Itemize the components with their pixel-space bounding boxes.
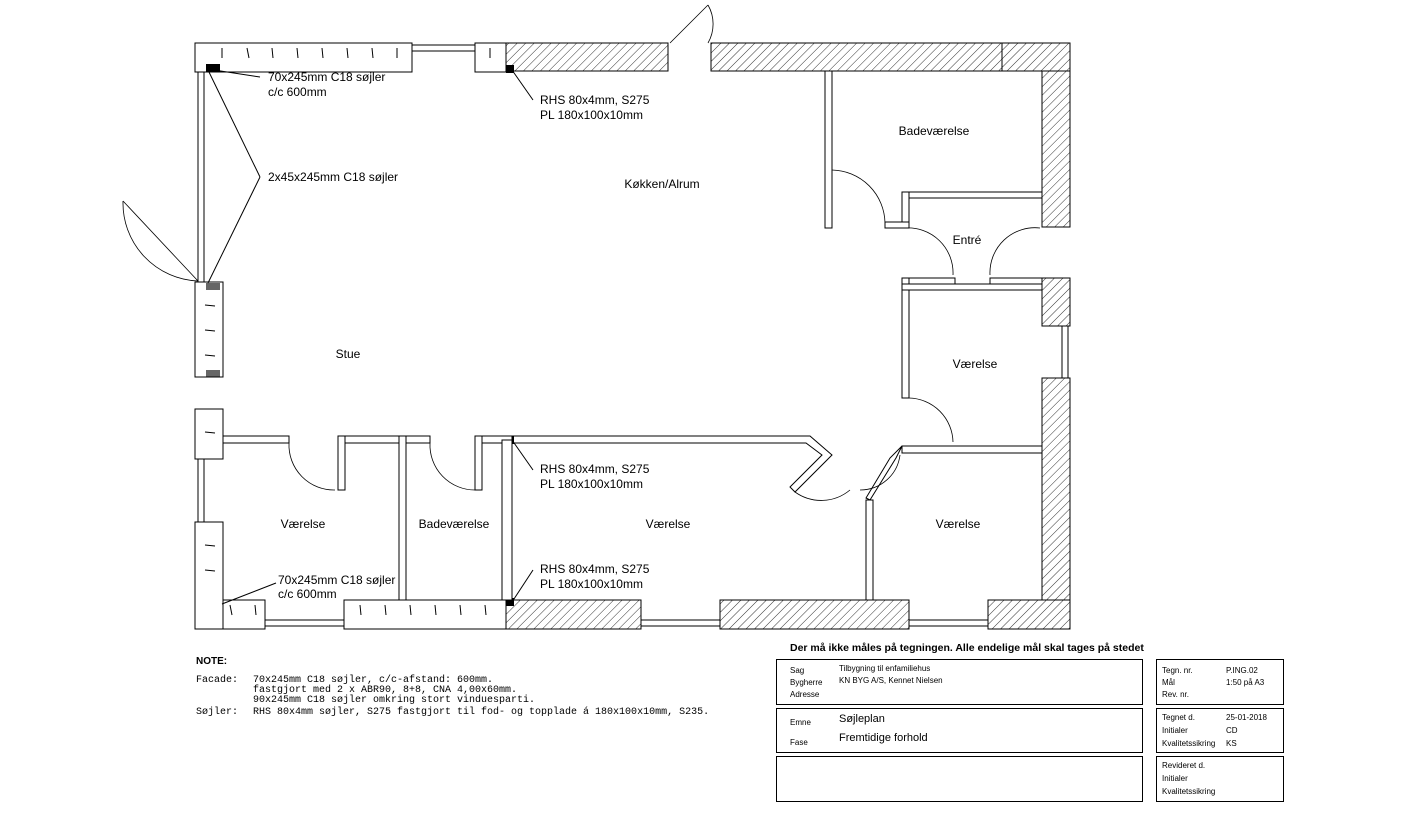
title-block-sag-box xyxy=(776,659,1143,705)
notes-columns-line: RHS 80x4mm søjler, S275 fastgjort til fo… xyxy=(253,707,710,718)
annotation-rhs-top-1: RHS 80x4mm, S275 xyxy=(540,93,650,107)
revideret-label: Revideret d. xyxy=(1162,761,1206,770)
double-column xyxy=(206,64,220,72)
initialer-label: Initialer xyxy=(1162,726,1188,735)
bygherre-value: KN BYG A/S, Kennet Nielsen xyxy=(839,676,943,685)
title-block-blank-box xyxy=(776,756,1143,802)
floor-plan: Køkken/Alrum Badeværelse Entré Værelse S… xyxy=(122,4,1071,630)
notes-facade-label: Facade: xyxy=(196,675,239,686)
notes-facade-line-1: 70x245mm C18 søjler, c/c-afstand: 600mm. xyxy=(253,675,494,686)
bygherre-label: Bygherre xyxy=(790,678,823,687)
leader-lines xyxy=(207,69,534,605)
measurement-warning: Der må ikke måles på tegningen. Alle end… xyxy=(790,642,1144,654)
room-label-living: Stue xyxy=(336,347,361,361)
kvalitet-label: Kvalitetssikring xyxy=(1162,739,1216,748)
annotation-c18-top-2: c/c 600mm xyxy=(268,85,327,99)
hatched-walls xyxy=(505,42,1071,630)
annotation-rhs-low-2: PL 180x100x10mm xyxy=(540,577,643,591)
maal-label: Mål xyxy=(1162,678,1175,687)
timber-walls xyxy=(194,42,1069,630)
column-ticks xyxy=(204,47,491,616)
annotation-c18-bottom-2: c/c 600mm xyxy=(278,587,337,601)
notes-columns-label: Søjler: xyxy=(196,707,239,718)
room-label-entry: Entré xyxy=(953,233,982,247)
maal-value: 1:50 på A3 xyxy=(1226,678,1265,687)
title-block-emne-box xyxy=(776,708,1143,753)
interior-walls xyxy=(222,70,1043,601)
room-label-room-right-mid: Værelse xyxy=(953,357,998,371)
tegnet-value: 25-01-2018 xyxy=(1226,713,1267,722)
kvalitet-value: KS xyxy=(1226,739,1237,748)
room-label-room-left: Værelse xyxy=(281,517,326,531)
notes-facade-line-2: fastgjort med 2 x ABR90, 8+8, CNA 4,00x6… xyxy=(253,685,518,696)
annotation-c18-bottom-1: 70x245mm C18 søjler xyxy=(278,573,395,587)
annotation-rhs-top-2: PL 180x100x10mm xyxy=(540,108,643,122)
room-label-kitchen: Køkken/Alrum xyxy=(624,177,699,191)
emne-value: Søjleplan xyxy=(839,713,885,725)
tegnet-label: Tegnet d. xyxy=(1162,713,1195,722)
title-block-revideret-box xyxy=(1156,756,1284,802)
room-label-bath-bottom: Badeværelse xyxy=(419,517,490,531)
annotation-rhs-mid-1: RHS 80x4mm, S275 xyxy=(540,462,650,476)
fase-label: Fase xyxy=(790,738,808,747)
annotation-rhs-low-1: RHS 80x4mm, S275 xyxy=(540,562,650,576)
kvalitet2-label: Kvalitetssikring xyxy=(1162,787,1216,796)
annotation-rhs-mid-2: PL 180x100x10mm xyxy=(540,477,643,491)
adresse-label: Adresse xyxy=(790,690,820,699)
sag-label: Sag xyxy=(790,666,805,675)
room-label-room-right-bottom: Værelse xyxy=(936,517,981,531)
title-block-tegn-box xyxy=(1156,659,1284,705)
emne-label: Emne xyxy=(790,718,811,727)
double-column xyxy=(206,370,220,377)
sag-value: Tilbygning til enfamiliehus xyxy=(839,664,931,673)
notes-title: NOTE: xyxy=(196,656,228,667)
fase-value: Fremtidige forhold xyxy=(839,732,928,744)
annotation-c18-top-1: 70x245mm C18 søjler xyxy=(268,70,385,84)
tegn-nr-value: P.ING.02 xyxy=(1226,666,1258,675)
initialer-value: CD xyxy=(1226,726,1238,735)
doors xyxy=(122,4,1041,501)
tegn-nr-label: Tegn. nr. xyxy=(1162,666,1193,675)
double-column xyxy=(206,283,220,290)
initialer2-label: Initialer xyxy=(1162,774,1188,783)
title-block-tegnet-box xyxy=(1156,708,1284,753)
annotation-c18-double: 2x45x245mm C18 søjler xyxy=(268,170,398,184)
room-label-room-mid: Værelse xyxy=(646,517,691,531)
notes-facade-line-3: 90x245mm C18 søjler omkring stort vindue… xyxy=(253,695,536,706)
room-label-bath-top: Badeværelse xyxy=(899,124,970,138)
rev-nr-label: Rev. nr. xyxy=(1162,690,1189,699)
